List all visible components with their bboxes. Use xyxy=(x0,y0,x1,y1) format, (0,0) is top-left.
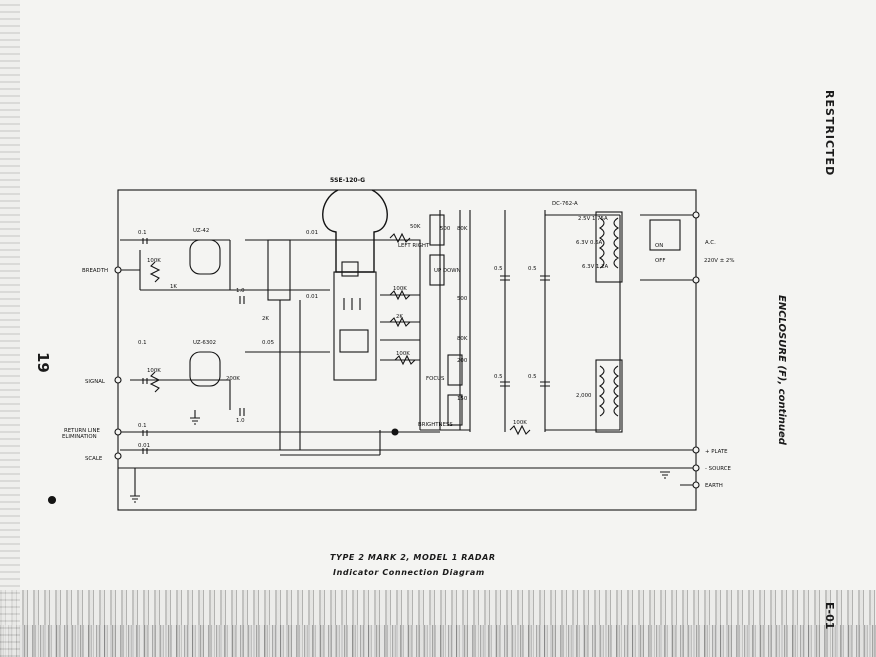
pot-up-down xyxy=(429,254,445,286)
res-r7: 100K xyxy=(396,351,410,357)
terminal-ac1 xyxy=(692,211,700,219)
cap-c9: 0.05 xyxy=(262,340,274,346)
res-r16: 200K xyxy=(226,376,240,382)
input-signal-jack xyxy=(114,376,122,384)
ground-symbol-out xyxy=(660,471,670,479)
valve-top-label: UZ-42 xyxy=(193,228,209,234)
cap-c1: 0.1 xyxy=(138,230,147,236)
input-signal-label: SIGNAL xyxy=(85,379,105,385)
cap-c7: 1.0 xyxy=(236,288,245,294)
chassis-outline xyxy=(117,189,697,511)
res-r8: 50K xyxy=(410,224,421,230)
res-r6: 100K xyxy=(393,286,407,292)
input-scale-label: SCALE xyxy=(85,456,103,462)
winding-t2: 6.3V 0.6A xyxy=(576,240,603,246)
pot-left-right xyxy=(429,214,445,246)
ground-symbol-scale xyxy=(130,468,140,503)
input-scale-jack xyxy=(114,452,122,460)
scan-noise-band xyxy=(0,590,876,657)
diagram-subtitle: Indicator Connection Diagram xyxy=(333,568,485,577)
switch-on-label: ON xyxy=(655,243,663,249)
res-r12: 80K xyxy=(457,336,468,342)
winding-t3: 6.3V 1.2A xyxy=(582,264,609,270)
ac-label: A.C. xyxy=(705,240,716,246)
crt-plates xyxy=(343,298,361,310)
binder-hole xyxy=(47,495,57,505)
control-left-right: LEFT RIGHT xyxy=(398,243,430,249)
res-r10: 80K xyxy=(457,226,468,232)
res-r5: 2K xyxy=(396,314,403,320)
transformer-bottom xyxy=(595,359,623,433)
input-return-jack xyxy=(114,428,122,436)
input-elimination-label: ELIMINATION xyxy=(62,434,97,440)
scan-left-edge xyxy=(0,0,20,657)
control-brightness: BRIGHTNESS xyxy=(418,422,453,428)
control-up-down: UP DOWN xyxy=(434,268,461,274)
res-r2: 100K xyxy=(147,368,161,374)
res-r15: 100K xyxy=(513,420,527,426)
res-r4: 2K xyxy=(262,316,269,322)
cap-c8: 1.0 xyxy=(236,418,245,424)
crt-deflector-top xyxy=(341,261,359,277)
cap-c12: 0.5 xyxy=(494,374,503,380)
cap-c2: 0.1 xyxy=(138,340,147,346)
input-breadth-label: BREADTH xyxy=(82,268,108,274)
ac-voltage-label: 220V ± 2% xyxy=(704,258,734,264)
res-r3: 1K xyxy=(170,284,177,290)
ground-symbol xyxy=(190,410,200,425)
cap-c3: 0.1 xyxy=(138,423,147,429)
output-plate-label: + PLATE xyxy=(705,449,728,455)
terminal-source xyxy=(692,464,700,472)
switch-off-label: OFF xyxy=(655,258,665,264)
crt-neck xyxy=(333,271,377,381)
cap-c5: 0.01 xyxy=(306,294,318,300)
res-r11: 500 xyxy=(457,296,468,302)
output-source-label: - SOURCE xyxy=(705,466,732,472)
valve-bottom xyxy=(189,351,221,387)
deflection-coil xyxy=(267,239,291,301)
output-earth-label: EARTH xyxy=(705,483,723,489)
pot-focus xyxy=(447,354,463,386)
valve-top xyxy=(189,239,221,275)
cap-c11: 0.5 xyxy=(528,266,537,272)
cap-c13: 0.5 xyxy=(528,374,537,380)
cap-c10: 0.5 xyxy=(494,266,503,272)
scan-noise-band-dark xyxy=(0,625,876,657)
junction-dot xyxy=(391,428,399,436)
res-r14: 150 xyxy=(457,396,468,402)
transformer-top xyxy=(595,211,623,283)
cap-c6: 0.01 xyxy=(138,443,150,449)
res-r9: 500 xyxy=(440,226,451,232)
crt-gun xyxy=(339,329,369,353)
input-return-label: RETURN LINE xyxy=(64,428,101,434)
pot-brightness xyxy=(447,394,463,426)
input-breadth-jack xyxy=(114,266,122,274)
terminal-ac2 xyxy=(692,276,700,284)
res-r17: 2,000 xyxy=(576,393,592,399)
control-focus: FOCUS xyxy=(426,376,445,382)
power-switch xyxy=(649,219,681,251)
crt-tube xyxy=(322,189,388,273)
cap-c4: 0.01 xyxy=(306,230,318,236)
winding-t1: 2.5V 1.75A xyxy=(578,216,608,222)
terminal-plate xyxy=(692,446,700,454)
transformer-label: DC-762-A xyxy=(552,201,578,207)
diagram-title: TYPE 2 MARK 2, MODEL 1 RADAR xyxy=(330,553,496,562)
terminal-earth xyxy=(692,481,700,489)
tube-label: 5SE-120-G xyxy=(330,177,365,184)
valve-bottom-label: UZ-6302 xyxy=(193,340,216,346)
res-r13: 200 xyxy=(457,358,468,364)
res-r1: 100K xyxy=(147,258,161,264)
